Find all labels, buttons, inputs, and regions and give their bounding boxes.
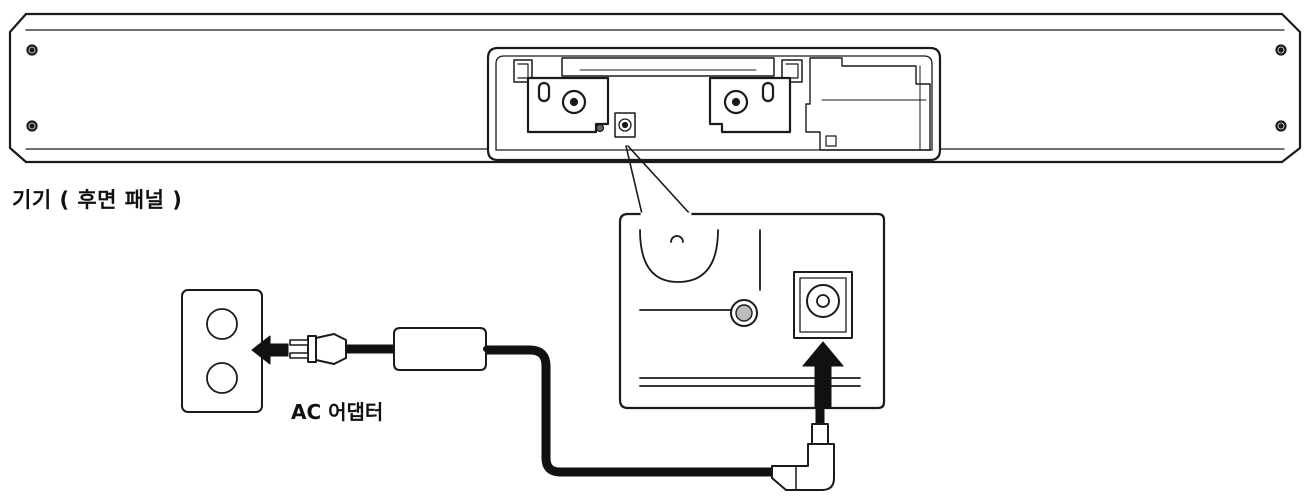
rear-recess bbox=[486, 46, 942, 162]
ac-adapter-label: AC 어댑터 bbox=[291, 400, 384, 424]
dc-plug bbox=[771, 423, 835, 491]
dc-in-port-small bbox=[614, 112, 636, 138]
ac-adapter bbox=[341, 327, 495, 371]
arrow-left-icon bbox=[251, 335, 289, 365]
reset-button-zoom bbox=[730, 299, 758, 327]
mount-bracket-left bbox=[526, 76, 610, 134]
power-cable bbox=[475, 345, 825, 477]
screw-icon bbox=[1275, 44, 1287, 56]
mount-bracket-right bbox=[708, 76, 792, 134]
dc-in-port-zoom bbox=[793, 271, 853, 339]
screw-icon bbox=[26, 44, 38, 56]
wall-outlet bbox=[181, 289, 263, 413]
device-rear-panel bbox=[8, 12, 1302, 164]
screw-icon bbox=[26, 120, 38, 132]
reset-hole bbox=[595, 123, 605, 133]
screw-icon bbox=[1275, 120, 1287, 132]
ac-plug bbox=[289, 333, 347, 365]
zoom-callout bbox=[618, 145, 886, 410]
device-rear-panel-label: 기기 ( 후면 패널 ) bbox=[12, 188, 183, 212]
